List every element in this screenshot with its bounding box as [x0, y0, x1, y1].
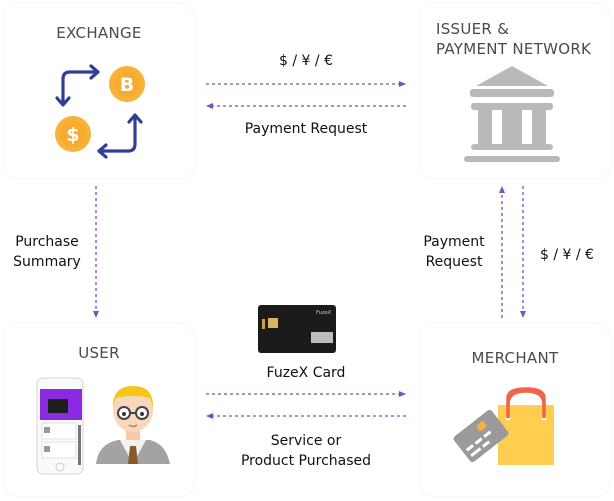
bitcoin-coin-icon: B: [109, 66, 145, 102]
merchant-title: MERCHANT: [471, 349, 559, 367]
user-title: USER: [78, 344, 120, 362]
credit-card-icon: [453, 409, 509, 463]
fuzex-card-label: FuzeX Card: [266, 365, 346, 381]
crypto-exchange-icon: B $: [55, 64, 145, 159]
purchase-summary-label-line2: Summary: [13, 254, 81, 270]
service-label-line1: Service or: [270, 433, 342, 449]
fuzex-card-icon: FuzeX: [258, 305, 336, 353]
issuer-title-line2: PAYMENT NETWORK: [436, 40, 592, 58]
svg-text:FuzeX: FuzeX: [316, 310, 332, 316]
payment-request-label-top: Payment Request: [244, 121, 368, 137]
exchange-arrow-icon: [97, 113, 143, 159]
smartphone-app-icon: [36, 377, 84, 475]
shopping-bag-icon: [498, 387, 554, 465]
currency-label-issuer-merchant: $ / ¥ / €: [540, 247, 594, 263]
purchase-summary-label-line1: Purchase: [15, 234, 79, 250]
service-label-line2: Product Purchased: [240, 453, 372, 469]
bank-icon: [464, 66, 560, 162]
payment-request-label-right-line1: Payment: [423, 234, 485, 250]
currency-label-exchange-issuer: $ / ¥ / €: [279, 53, 333, 69]
exchange-title: EXCHANGE: [56, 24, 142, 42]
dollar-coin-icon: $: [55, 116, 91, 152]
user-avatar-icon: [96, 386, 170, 464]
exchange-arrow-icon: [55, 64, 100, 107]
svg-text:B: B: [120, 74, 134, 96]
issuer-title-line1: ISSUER &: [436, 20, 510, 38]
payment-request-label-right-line2: Request: [425, 254, 483, 270]
svg-text:$: $: [66, 124, 79, 146]
merchant-node: MERCHANT: [420, 324, 610, 496]
user-node: USER: [4, 324, 194, 496]
